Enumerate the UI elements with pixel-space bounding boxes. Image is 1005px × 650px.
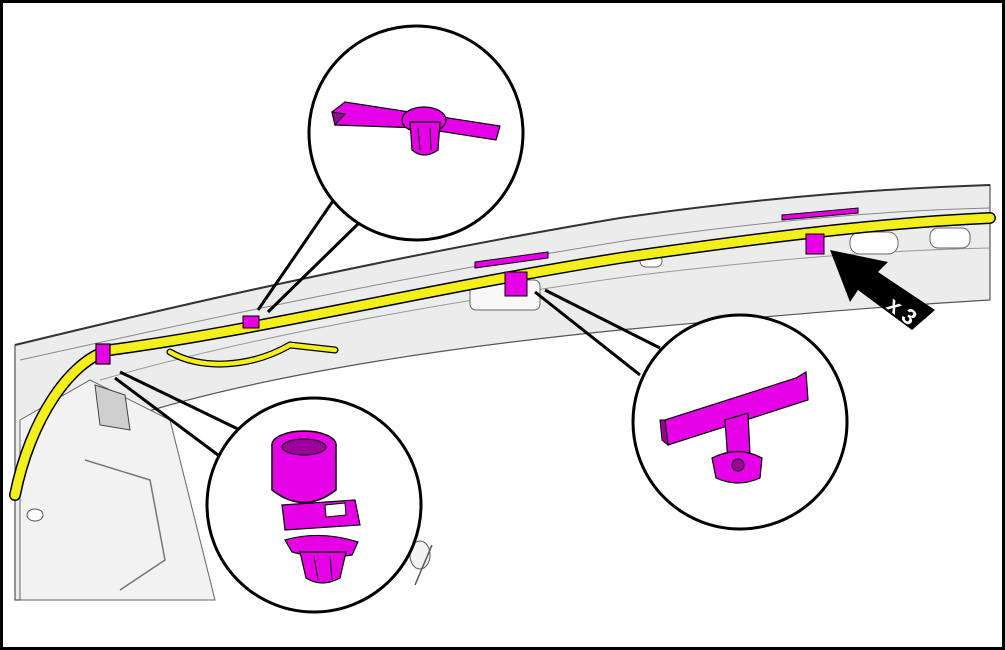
- flat-clip-marker: [242, 315, 260, 329]
- leader-lines: [114, 197, 661, 457]
- flat-clip-with-push-pin-icon: [331, 101, 501, 156]
- wiring-harness: [9, 212, 996, 501]
- lower-ring-clip-callout: [205, 396, 423, 614]
- harness-clips: [95, 207, 859, 365]
- ring-clip-with-push-fastener-icon: [271, 430, 361, 584]
- t-shaped-retainer-clip-icon: [659, 370, 809, 484]
- t-clip-marker-bar: [474, 251, 549, 269]
- t-clip-marker-body: [504, 271, 528, 297]
- ring-clip-marker: [95, 343, 111, 365]
- black-arrow-pointer-icon: [830, 250, 935, 330]
- right-clip-marker-bar: [781, 207, 859, 221]
- upper-flat-clip-callout: [307, 24, 525, 242]
- right-t-clip-callout: [631, 313, 849, 531]
- right-clip-marker-body: [805, 233, 825, 255]
